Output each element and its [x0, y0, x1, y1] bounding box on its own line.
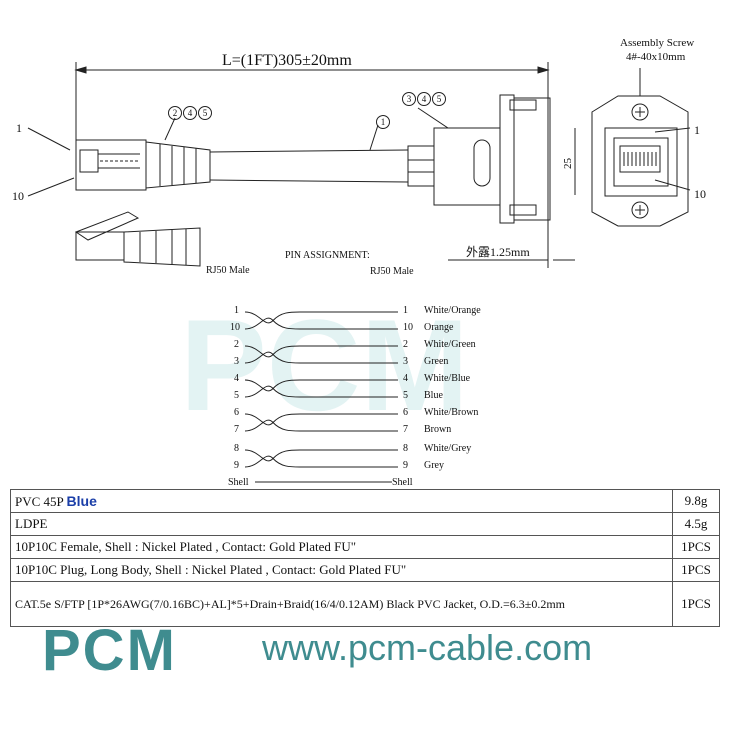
bom-qty: 1PCS [672, 581, 720, 627]
pin-left-number: 1 [234, 305, 239, 316]
pin-wire-color: Blue [424, 390, 443, 401]
shell-left-label: Shell [228, 477, 249, 488]
bill-of-materials-table: PVC 45P Blue 9.8g LDPE 4.5g 10P10C Femal… [10, 489, 720, 627]
pin-right-number: 8 [403, 443, 408, 454]
bom-row: LDPE 4.5g [10, 512, 720, 536]
length-label: L=(1FT)305±20mm [222, 52, 352, 69]
pin-right-number: 5 [403, 390, 408, 401]
wire [244, 449, 398, 462]
pin-wire-color: White/Blue [424, 373, 471, 384]
pin-left-number: 9 [234, 460, 239, 471]
pin-wire-color: White/Orange [424, 305, 481, 316]
right-connector-label: RJ50 Male [370, 266, 414, 277]
rj50-jack-side-view [407, 94, 551, 224]
bom-qty: 1PCS [672, 558, 720, 582]
bom-row: 10P10C Female, Shell : Nickel Plated , C… [10, 535, 720, 559]
website-url[interactable]: www.pcm-cable.com [262, 627, 593, 668]
pin-right-number: 10 [403, 322, 413, 333]
pin-wire-color: White/Brown [424, 407, 479, 418]
pin-left-number: 2 [234, 339, 239, 350]
pin-right-number: 1 [403, 305, 408, 316]
plug-pin1-label: 1 [16, 121, 22, 135]
wire [244, 413, 398, 426]
pin-left-number: 8 [234, 443, 239, 454]
rj50-jack-front-view [591, 95, 689, 227]
bom-row: 10P10C Plug, Long Body, Shell : Nickel P… [10, 558, 720, 582]
pin-assignment-wires [244, 311, 398, 468]
pin-left-number: 7 [234, 424, 239, 435]
pin-right-number: 3 [403, 356, 408, 367]
pin-wire-color: Orange [424, 322, 454, 333]
bom-qty: 1PCS [672, 535, 720, 559]
bom-desc: CAT.5e S/FTP [1P*26AWG(7/0.16BC)+AL]*5+D… [10, 581, 673, 627]
wire [244, 345, 398, 358]
arrow-left-icon [74, 66, 87, 74]
height-label: 25 [562, 158, 574, 169]
wire [244, 311, 398, 324]
bom-desc: PVC 45P Blue [10, 489, 673, 513]
pin-left-number: 5 [234, 390, 239, 401]
pin-right-number: 2 [403, 339, 408, 350]
pin-right-number: 6 [403, 407, 408, 418]
cable-body [209, 124, 409, 183]
pin-wire-color: White/Grey [424, 443, 472, 454]
shell-right-label: Shell [392, 477, 413, 488]
pin-right-number: 4 [403, 373, 408, 384]
pin-left-number: 3 [234, 356, 239, 367]
wire [244, 379, 398, 392]
wire [244, 351, 398, 364]
bom-desc: 10P10C Plug, Long Body, Shell : Nickel P… [10, 558, 673, 582]
jack-pin10-label: 10 [694, 187, 706, 201]
arrow-right-icon [537, 66, 550, 74]
left-connector-label: RJ50 Male [206, 265, 250, 276]
color-highlight: Blue [66, 492, 97, 509]
pin-left-number: 4 [234, 373, 239, 384]
bom-qty: 9.8g [672, 489, 720, 513]
pin-wire-color: White/Green [424, 339, 476, 350]
bom-row: CAT.5e S/FTP [1P*26AWG(7/0.16BC)+AL]*5+D… [10, 581, 720, 627]
pin-assignment-title: PIN ASSIGNMENT: [285, 250, 370, 261]
cable-drawing [27, 62, 691, 483]
pin-right-number: 9 [403, 460, 408, 471]
wire [244, 385, 398, 398]
wire [244, 455, 398, 468]
pin-wire-color: Grey [424, 460, 444, 471]
pcm-logo: PCM [42, 618, 177, 683]
jack-pin1-label: 1 [694, 123, 700, 137]
plug-pin10-label: 10 [12, 189, 24, 203]
rj50-plug-iso-view [74, 211, 201, 267]
cable-callout: 1 [376, 113, 391, 129]
pin-left-number: 10 [230, 322, 240, 333]
wire [244, 317, 398, 330]
bom-desc: LDPE [10, 512, 673, 536]
bom-row: PVC 45P Blue 9.8g [10, 489, 720, 513]
pin-right-number: 7 [403, 424, 408, 435]
pcm-watermark: PCM [180, 292, 469, 438]
pin-wire-color: Green [424, 356, 449, 367]
bom-desc: 10P10C Female, Shell : Nickel Plated , C… [10, 535, 673, 559]
rj50-plug-side-view [75, 139, 211, 191]
exposed-label: 外露1.25mm [466, 245, 530, 259]
pin-left-number: 6 [234, 407, 239, 418]
assembly-screw-size: 4#-40x10mm [626, 51, 686, 63]
bom-qty: 4.5g [672, 512, 720, 536]
assembly-screw-label: Assembly Screw [620, 37, 695, 49]
pin-wire-color: Brown [424, 424, 452, 435]
wire [244, 419, 398, 432]
